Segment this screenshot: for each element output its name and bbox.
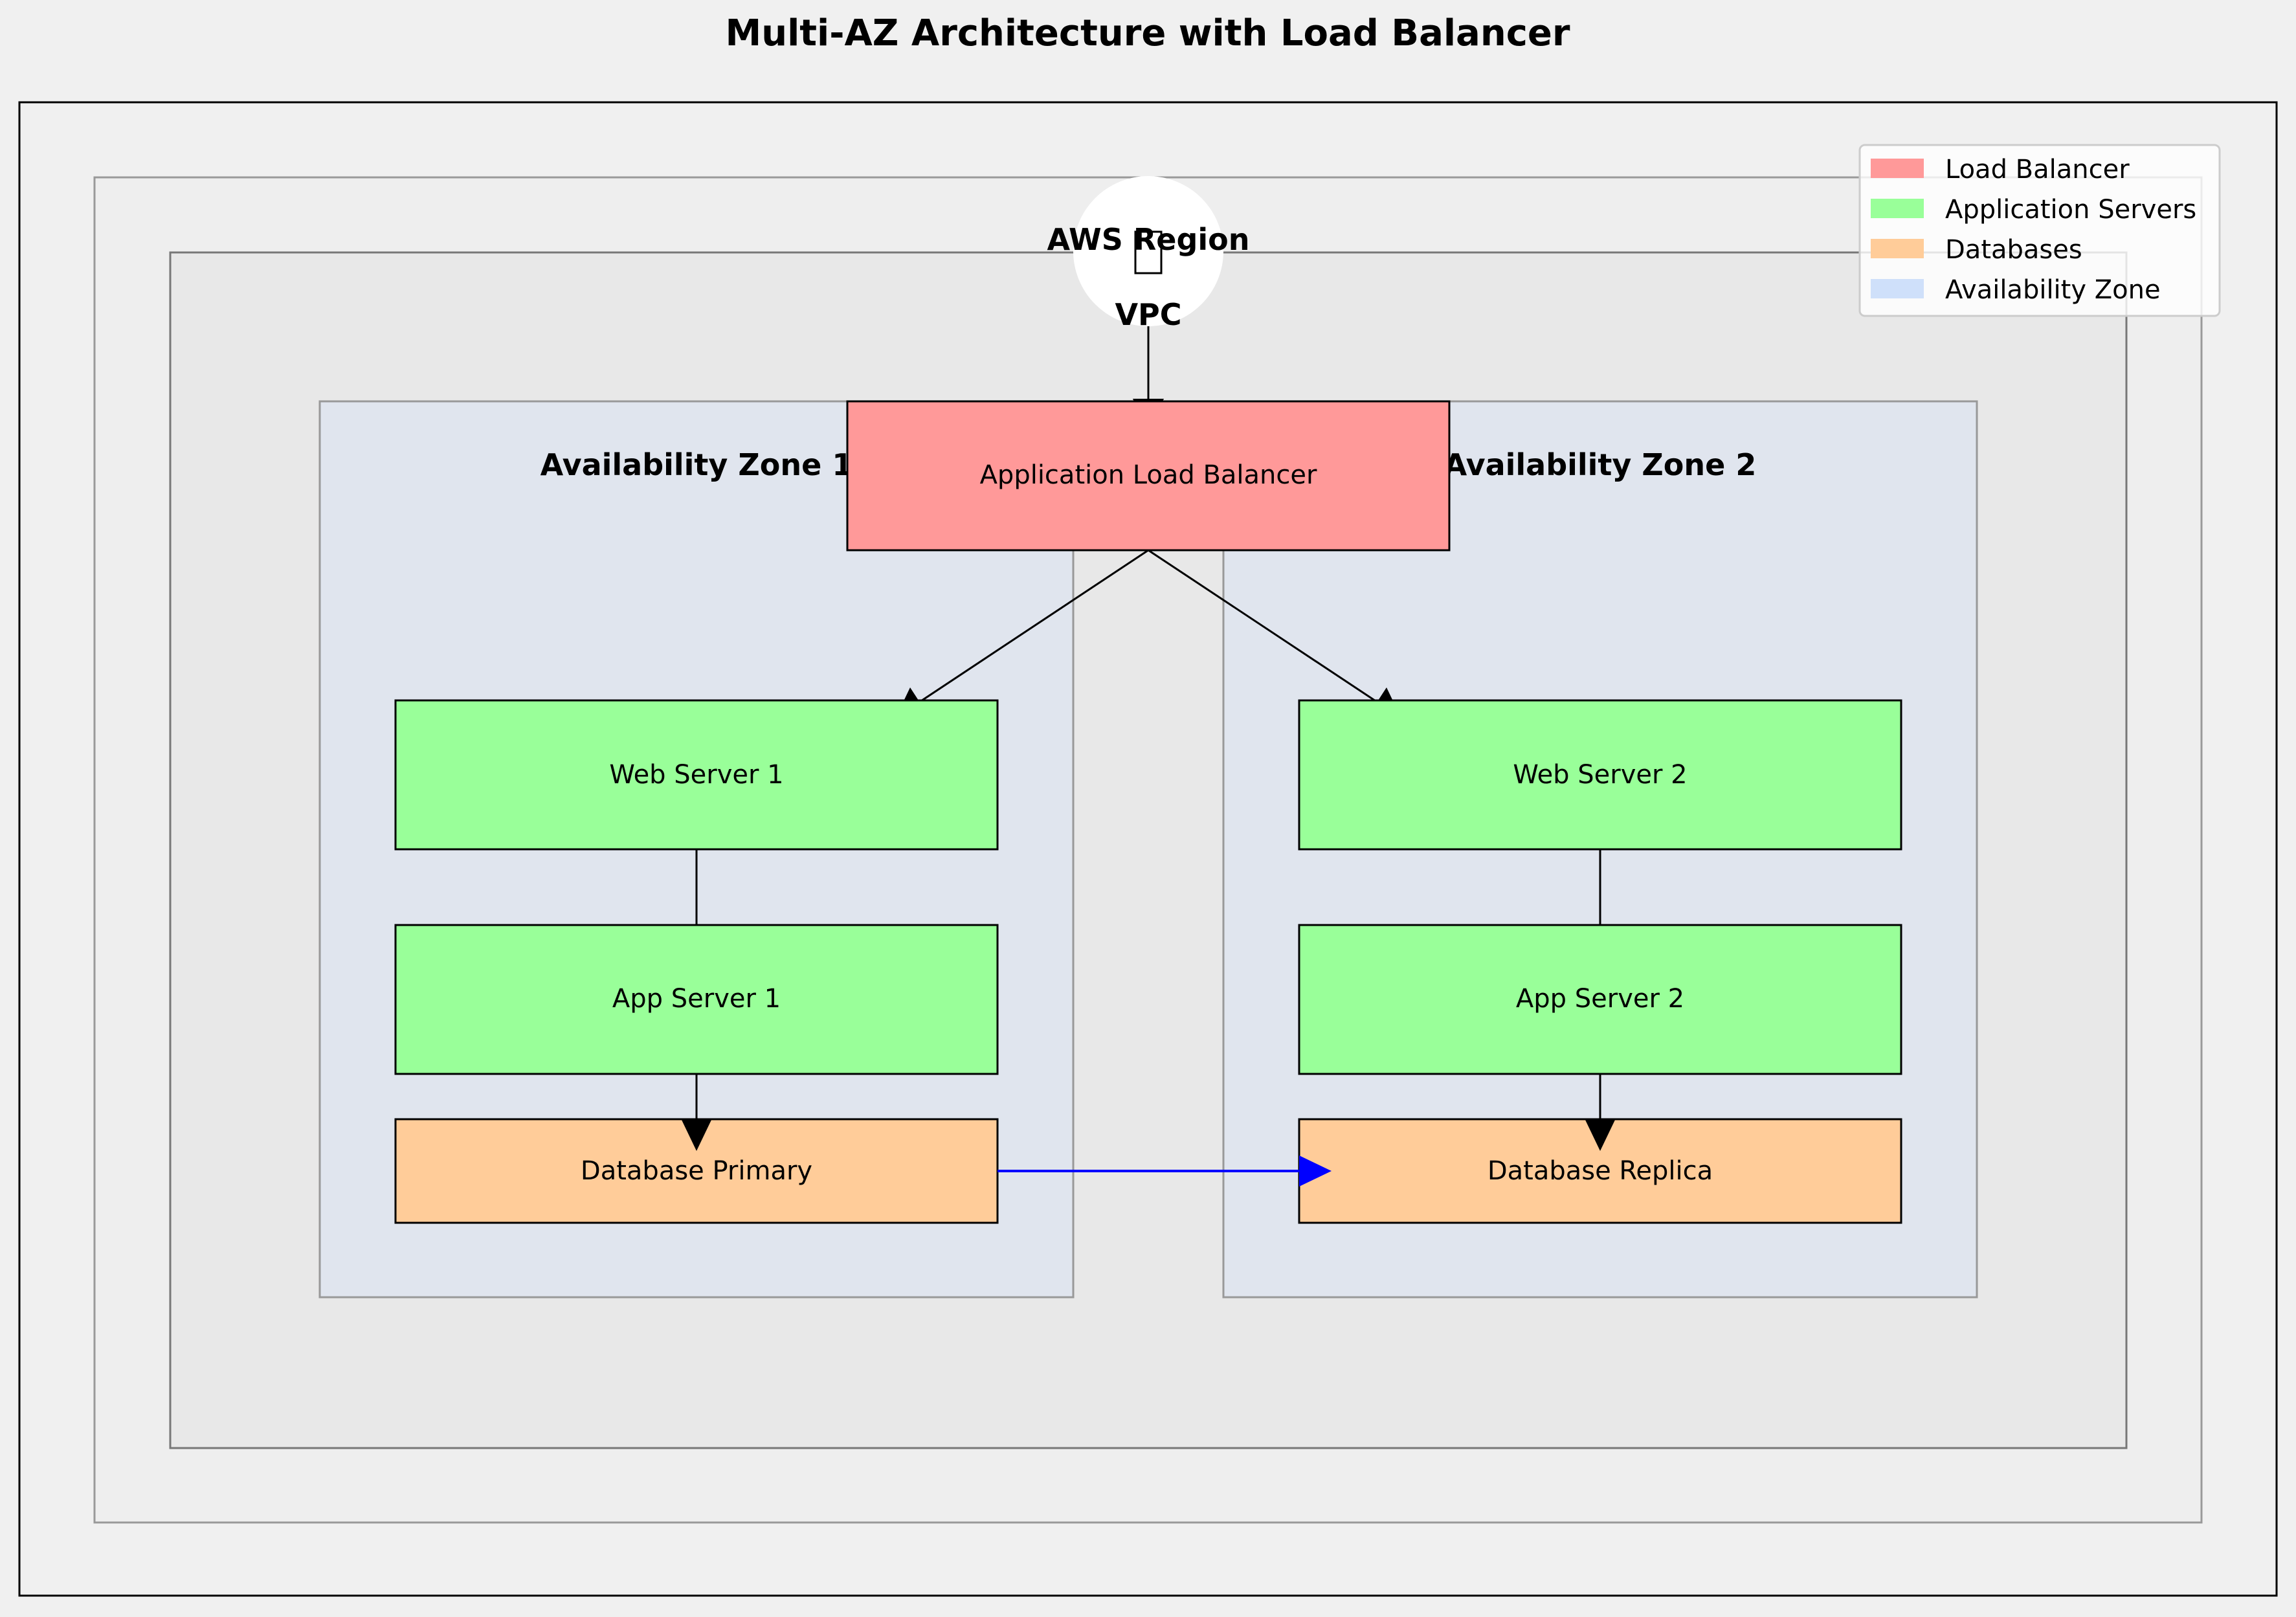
web-server-2-label: Web Server 2 (1513, 760, 1687, 790)
legend-swatch-availability-zone (1871, 279, 1924, 298)
app-server-2-label: App Server 2 (1516, 984, 1684, 1014)
web-server-1-box (394, 699, 999, 851)
legend-label-databases: Databases (1945, 235, 2082, 265)
internet-gateway-circle (1073, 176, 1223, 326)
replication-arrowhead (1299, 1155, 1332, 1187)
legend-frame (1858, 144, 2221, 317)
arrow-alb-to-web1 (898, 549, 1149, 717)
availability-zone-1-label: Availability Zone 1 (541, 447, 853, 482)
legend-swatch-application-servers (1871, 199, 1924, 218)
app-server-2-box (1298, 924, 1902, 1075)
internet-gateway-icon (1134, 230, 1163, 274)
web-server-2-box (1298, 699, 1902, 851)
database-primary-label: Database Primary (581, 1156, 812, 1186)
web-server-1-label: Web Server 1 (609, 760, 783, 790)
alb-label: Application Load Balancer (980, 460, 1317, 490)
legend-swatch-databases (1871, 239, 1924, 258)
arrowhead-app2-to-db-replica (1585, 1119, 1616, 1151)
legend-label-availability-zone: Availability Zone (1945, 275, 2161, 305)
diagram-title: Multi-AZ Architecture with Load Balancer (725, 12, 1570, 54)
arrowhead-app1-to-db-primary (681, 1119, 712, 1151)
alb-box (846, 400, 1451, 552)
legend-swatch-load-balancer (1871, 159, 1924, 178)
app-server-1-label: App Server 1 (612, 984, 781, 1014)
arrow-alb-to-web2 (1148, 549, 1399, 717)
aws-region-label: AWS Region (1047, 222, 1249, 257)
app-server-1-box (394, 924, 999, 1075)
legend-label-load-balancer: Load Balancer (1945, 155, 2130, 184)
legend-label-application-servers: Application Servers (1945, 195, 2196, 225)
availability-zone-2-label: Availability Zone 2 (1444, 447, 1757, 482)
legend: Load Balancer Application Servers Databa… (1858, 144, 2221, 317)
database-replica-label: Database Replica (1488, 1156, 1713, 1186)
